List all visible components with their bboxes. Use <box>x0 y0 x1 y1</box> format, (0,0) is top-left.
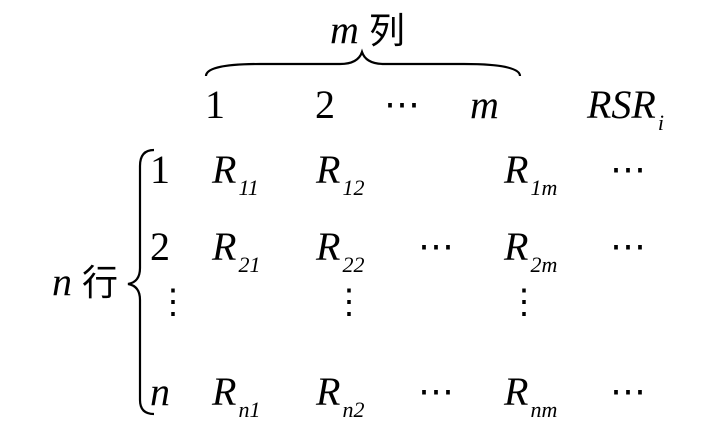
rsr-header-sub: i <box>657 110 664 135</box>
cell-rn2: Rn2 <box>316 369 365 422</box>
rsr-row-2: ⋯ <box>610 226 647 266</box>
cell-col-m-vdots: ⋮ <box>507 284 541 321</box>
column-word: 列 <box>368 11 405 52</box>
column-index-m: m <box>470 82 499 127</box>
rsr-header-main: RSR <box>587 82 656 127</box>
row-word: 行 <box>82 263 119 304</box>
row-index-vdots: ⋮ <box>156 284 190 321</box>
column-count-label: m 列 <box>330 10 405 50</box>
cell-r21: R21 <box>212 224 261 277</box>
rsr-row-n: ⋯ <box>610 371 647 411</box>
column-index-1: 1 <box>205 82 225 127</box>
column-index-2: 2 <box>315 82 335 127</box>
column-count-var: m <box>330 7 359 52</box>
row-index-1: 1 <box>150 147 170 192</box>
row-count-label: n 行 <box>52 262 118 302</box>
column-brace <box>204 48 522 77</box>
cell-col-2-vdots: ⋮ <box>332 284 366 321</box>
cell-r11: R11 <box>212 147 259 200</box>
column-index-ellipsis: ⋯ <box>384 84 421 124</box>
row-index-n: n <box>150 369 170 414</box>
row-count-var: n <box>52 259 72 304</box>
cell-row-2-ellipsis: ⋯ <box>418 226 455 266</box>
cell-rn1: Rn1 <box>212 369 261 422</box>
cell-r22: R22 <box>316 224 365 277</box>
row-brace <box>127 148 155 416</box>
rsr-header: RSRi <box>587 85 664 134</box>
row-index-2: 2 <box>150 224 170 269</box>
cell-r12: R12 <box>316 147 365 200</box>
cell-r1m: R1m <box>504 147 558 200</box>
cell-r2m: R2m <box>504 224 558 277</box>
cell-row-n-ellipsis: ⋯ <box>418 371 455 411</box>
cell-rnm: Rnm <box>504 369 558 422</box>
rsr-row-1: ⋯ <box>610 149 647 189</box>
